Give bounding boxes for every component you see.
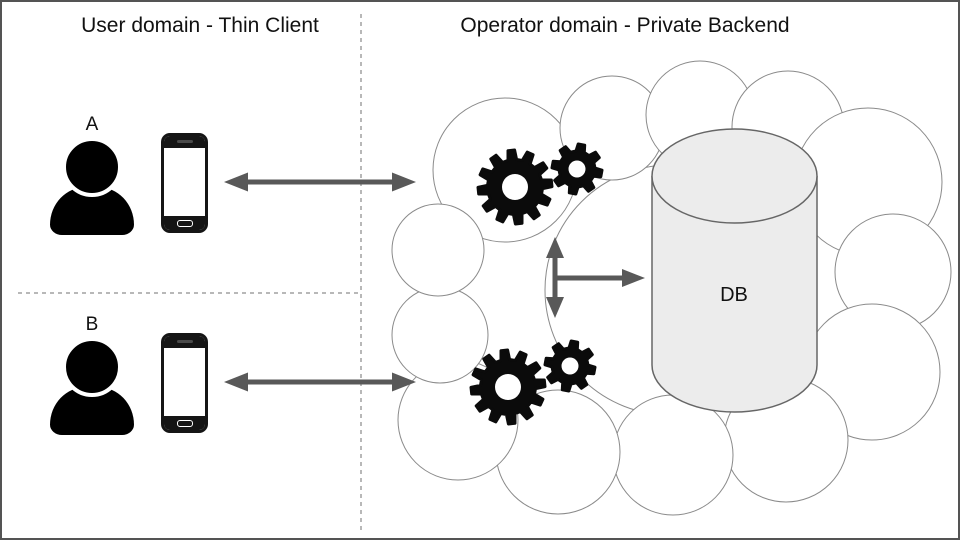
- phone-topbar: [164, 136, 205, 148]
- smartphone-icon: [161, 133, 208, 233]
- arrow-head-right: [392, 172, 416, 192]
- smartphone-icon: [161, 333, 208, 433]
- phone-home-button: [176, 420, 193, 427]
- gear-icon: [550, 142, 604, 196]
- user-b-cloud-arrow: [224, 372, 416, 392]
- left-domain-title: User domain - Thin Client: [81, 14, 319, 37]
- cloud-bump: [391, 203, 485, 297]
- arrow-head-right: [622, 269, 645, 287]
- arrow-head-down: [546, 297, 564, 318]
- phone-speaker: [176, 140, 193, 143]
- arrow-shaft: [246, 379, 392, 385]
- phone-topbar: [164, 336, 205, 348]
- gear-hole: [495, 374, 521, 400]
- right-domain-title: Operator domain - Private Backend: [460, 14, 790, 37]
- cloud-icon: [391, 60, 952, 516]
- db-label: DB: [720, 284, 748, 306]
- arrow-head-left: [224, 372, 248, 392]
- db-cylinder-body: [651, 176, 818, 413]
- arrow-shaft: [246, 179, 392, 185]
- phone-bottombar: [164, 416, 205, 430]
- phone-bottombar: [164, 216, 205, 230]
- gear-icon: [469, 348, 547, 426]
- gear-icon: [476, 148, 554, 226]
- gear-hole: [561, 357, 579, 375]
- arrow-head-up: [546, 237, 564, 258]
- gear-hole: [502, 174, 528, 200]
- phone-home-button: [176, 220, 193, 227]
- person-icon: [50, 335, 134, 435]
- gear-icon: [543, 339, 597, 393]
- person-head: [62, 137, 122, 197]
- user-a-label: A: [85, 114, 99, 135]
- gears-db-arrow: [552, 269, 645, 287]
- phone-speaker: [176, 340, 193, 343]
- gear-hole: [568, 160, 586, 178]
- arrow-head-right: [392, 372, 416, 392]
- person-icon: [50, 135, 134, 235]
- user-a-cloud-arrow: [224, 172, 416, 192]
- arrow-head-left: [224, 172, 248, 192]
- person-head: [62, 337, 122, 397]
- arrow-shaft: [552, 275, 623, 281]
- cloud-bump: [612, 394, 734, 516]
- cloud-bump: [391, 286, 489, 384]
- user-b-label: B: [85, 314, 99, 335]
- database-cylinder-icon: [651, 128, 818, 413]
- db-cylinder-top: [651, 128, 818, 224]
